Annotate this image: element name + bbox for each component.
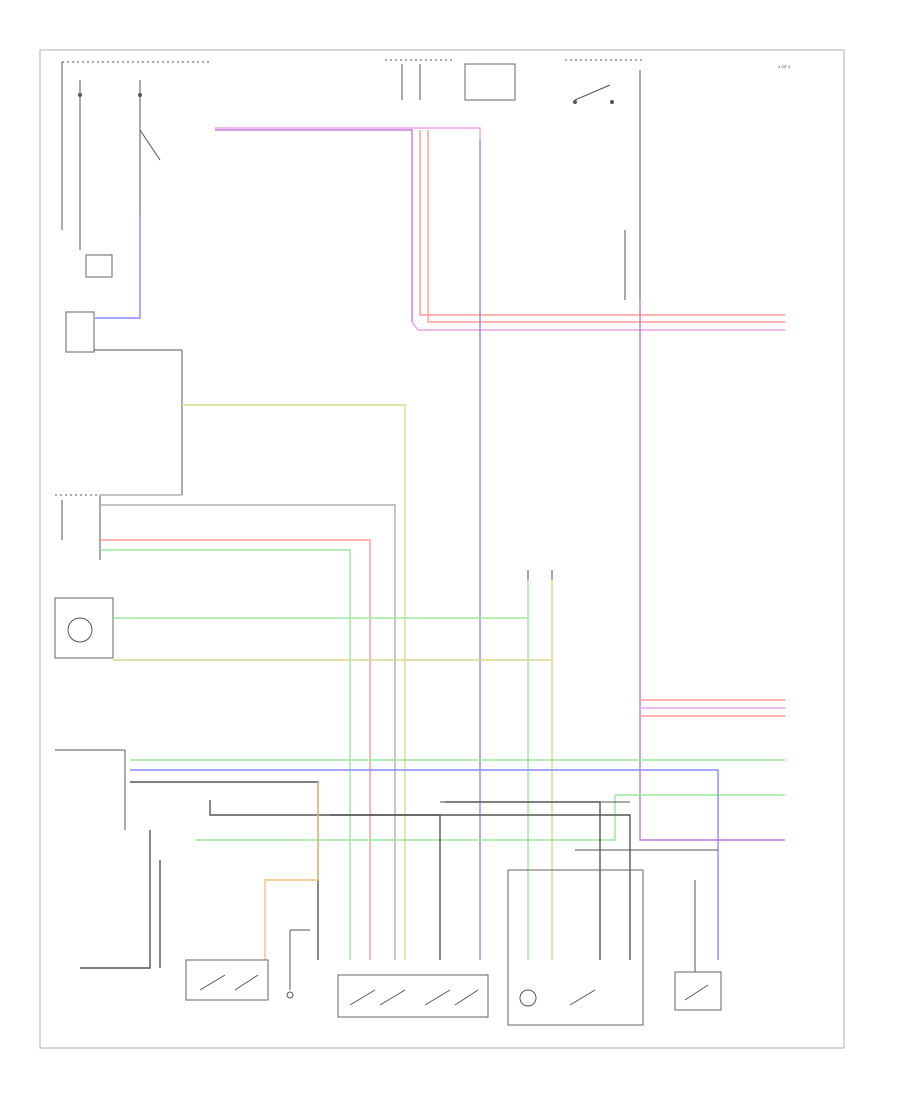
wire-blue-blower	[95, 215, 141, 319]
component-control-module	[55, 749, 719, 969]
component-relay-top-right	[565, 59, 645, 300]
component-fuse-group	[385, 59, 516, 101]
component-blower-motor	[65, 311, 183, 495]
component-illumination	[54, 570, 553, 960]
component-blower-resistor	[55, 494, 396, 960]
wire-right-connectors	[130, 300, 785, 841]
component-ac-switch	[507, 869, 644, 1026]
component-mode-switch	[674, 880, 722, 1011]
wire-yellow	[182, 404, 406, 960]
component-switch-right	[440, 801, 718, 851]
component-fuse-small	[286, 929, 310, 999]
component-dual-pressure-switch	[185, 959, 269, 1001]
wire-pink-top	[215, 127, 785, 331]
page-label: 1 OF 1	[778, 64, 791, 69]
component-power-block	[61, 61, 210, 278]
diagram-frame	[39, 49, 845, 1049]
component-blower-switch	[337, 974, 489, 1018]
